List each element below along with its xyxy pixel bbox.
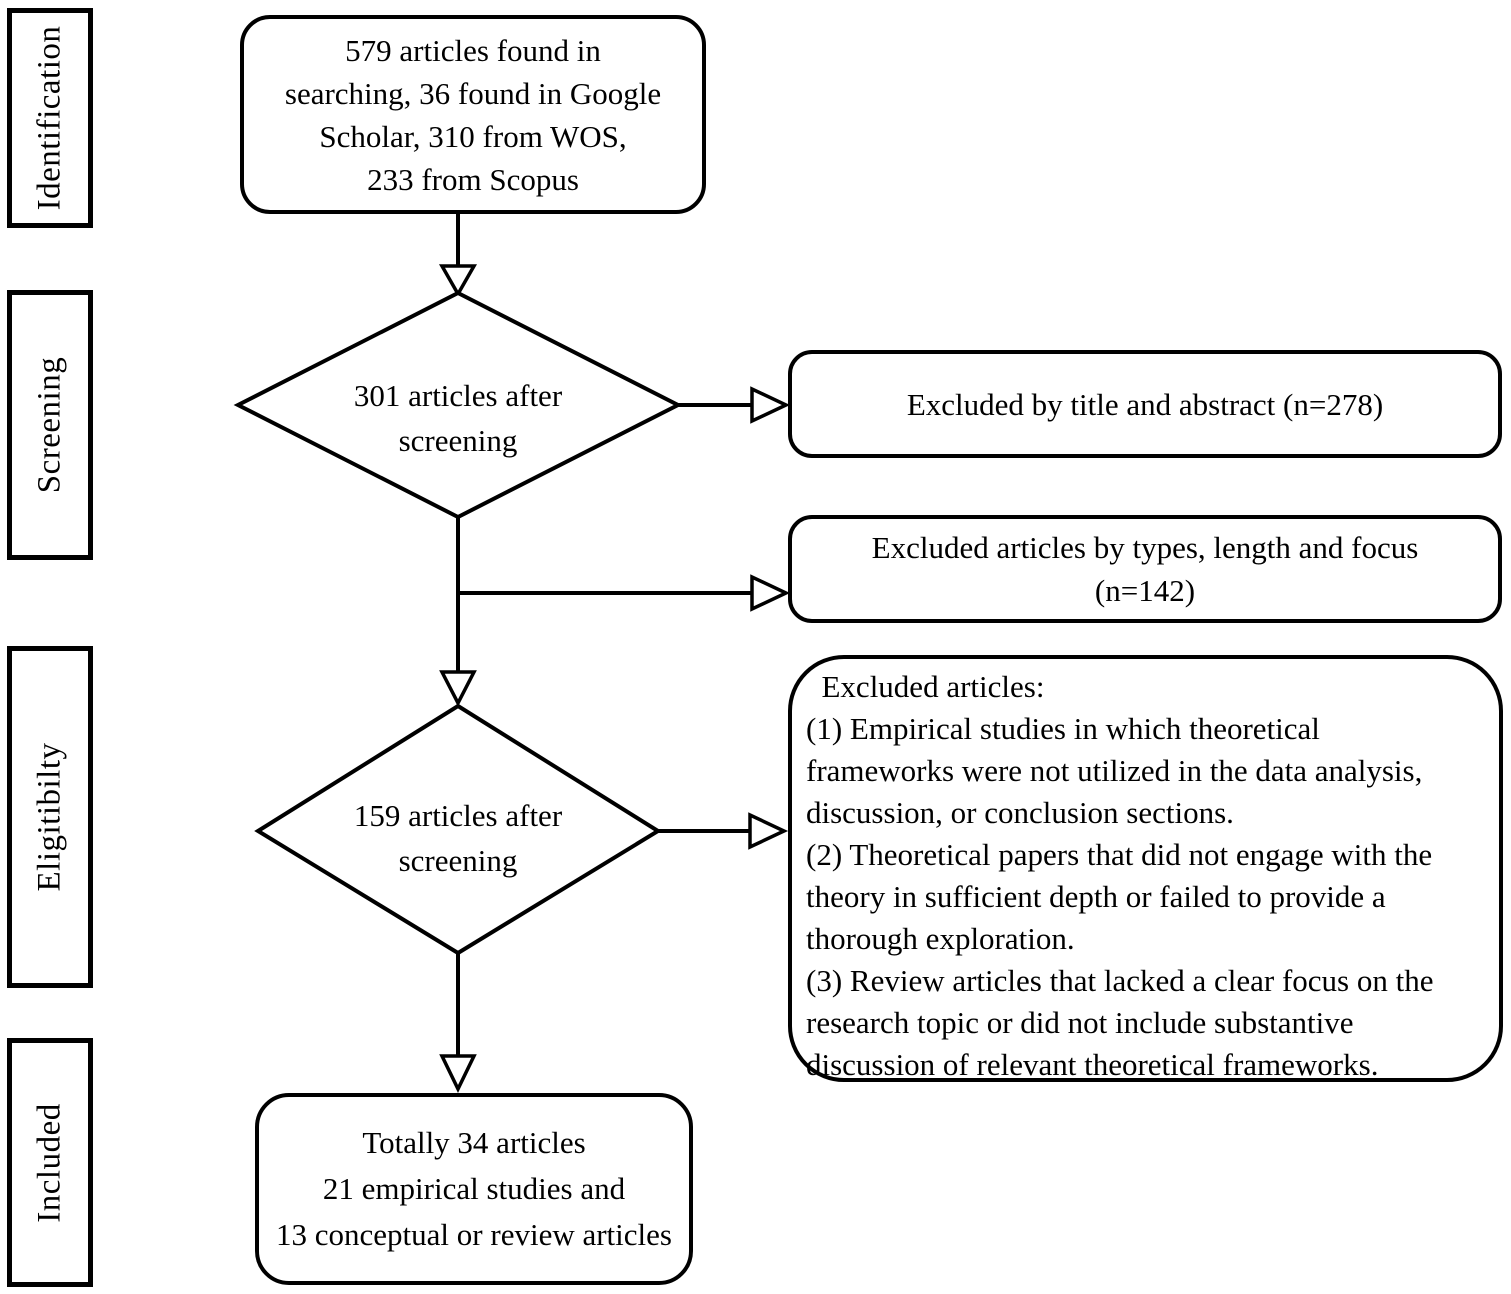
excluded-details-box: Excluded articles: (1) Empirical studies…	[788, 655, 1503, 1082]
excluded-types-box: Excluded articles by types, length and f…	[788, 515, 1502, 623]
excluded-title-abstract-box: Excluded by title and abstract (n=278)	[788, 350, 1502, 458]
stage-box-included: Included	[7, 1038, 93, 1287]
excluded-details-text: Excluded articles: (1) Empirical studies…	[806, 669, 1434, 1082]
arrowhead-down-diamond2	[439, 670, 477, 707]
stage-label-eligibility: Eligitibilty	[31, 742, 68, 892]
stage-box-identification: Identification	[7, 8, 93, 228]
identification-sources-text: 579 articles found in searching, 36 foun…	[284, 32, 662, 197]
stage-box-screening: Screening	[7, 290, 93, 560]
arrowhead-right-excldetails	[748, 812, 789, 850]
screening-diamond-text: 301 articles after screening	[353, 378, 563, 458]
arrowhead-down-diamond1	[438, 264, 478, 298]
included-articles-text: Totally 34 articles 21 empirical studies…	[276, 1125, 672, 1252]
stage-box-eligibility: Eligitibilty	[7, 646, 93, 988]
stage-label-identification: Identification	[31, 25, 68, 211]
excluded-types-text: Excluded articles by types, length and f…	[871, 530, 1419, 608]
stage-label-screening: Screening	[31, 356, 68, 494]
arrowhead-right-excltitle	[750, 386, 791, 424]
identification-sources-box: 579 articles found in searching, 36 foun…	[240, 15, 706, 214]
arrowhead-right-excltypes	[750, 574, 791, 612]
eligibility-diamond-text: 159 articles after screening	[353, 798, 563, 878]
arrowhead-down-included	[439, 1054, 477, 1094]
stage-label-included: Included	[31, 1102, 68, 1223]
excluded-title-abstract-text: Excluded by title and abstract (n=278)	[906, 386, 1384, 422]
included-articles-box: Totally 34 articles 21 empirical studies…	[255, 1093, 693, 1285]
